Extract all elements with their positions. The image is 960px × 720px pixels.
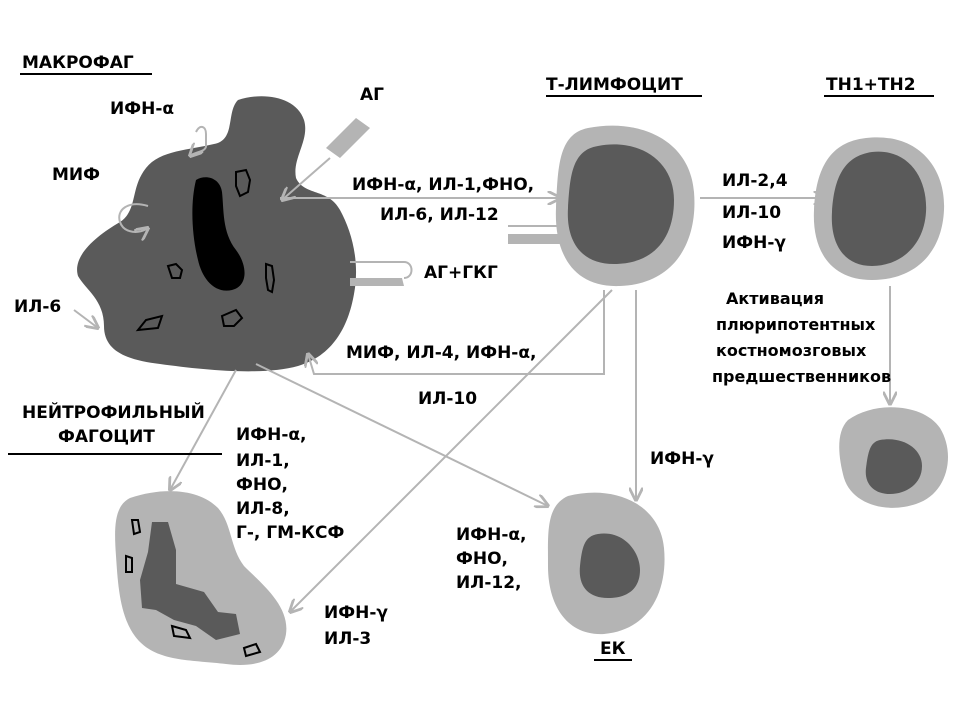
nk-cell <box>547 492 665 635</box>
label-mif: МИФ <box>52 165 100 185</box>
neutrophil-granule <box>125 554 133 573</box>
label-neut-1: ИФН-α, <box>236 425 307 445</box>
il6-loop-arrow <box>73 309 98 328</box>
label-t-to-th-2: ИЛ-10 <box>722 203 781 223</box>
title-th: ТН1+ТН2 <box>826 75 916 95</box>
macrophage-cell <box>77 96 357 372</box>
macrophage-granule <box>166 262 184 279</box>
label-neut-3: ФНО, <box>236 475 288 495</box>
th-cell <box>813 137 945 280</box>
label-nk-2: ФНО, <box>456 549 508 569</box>
nk-nucleus <box>579 533 640 598</box>
label-t-to-th-1: ИЛ-2,4 <box>722 171 788 191</box>
neutrophil-granule <box>130 519 142 536</box>
neutrophil-cell <box>115 491 287 665</box>
label-neut-2: ИЛ-1, <box>236 451 290 471</box>
label-activation-2: плюрипотентных <box>716 315 876 334</box>
label-activation-4: предшественников <box>712 367 891 386</box>
th-nucleus <box>831 151 927 266</box>
t-to-mac-arrow <box>308 290 605 375</box>
label-ag: АГ <box>360 85 384 105</box>
label-t-to-nk: ИФН-γ <box>650 449 714 469</box>
title-macrophage: МАКРОФАГ <box>22 53 134 73</box>
ifn-alpha-loop-arrow <box>190 126 207 156</box>
ag-gkg-link <box>350 261 413 279</box>
macrophage-granule <box>235 168 252 198</box>
label-nk-3: ИЛ-12, <box>456 573 522 593</box>
t-lymphocyte-cell <box>508 125 695 287</box>
label-il6: ИЛ-6 <box>14 297 61 317</box>
neutrophil-nucleus <box>140 522 240 640</box>
neutrophil-granule <box>242 642 262 658</box>
label-mac-to-t-1: ИФН-α, ИЛ-1,ФНО, <box>352 175 534 195</box>
mac-to-neutrophil-arrow <box>170 369 237 490</box>
macrophage-granule <box>220 308 244 327</box>
title-neutrophil-1: НЕЙТРОФИЛЬНЫЙ <box>22 401 205 423</box>
macrophage-granule <box>265 262 276 294</box>
label-nk-1: ИФН-α, <box>456 525 527 545</box>
progenitor-cell <box>839 407 948 508</box>
antigen-arrow <box>282 157 331 200</box>
neutrophil-granule <box>170 624 192 640</box>
label-activation-3: костномозговых <box>716 341 867 360</box>
label-t-to-mac-1: МИФ, ИЛ-4, ИФН-α, <box>346 343 537 363</box>
progenitor-nucleus <box>865 439 922 494</box>
label-t-to-mac-2: ИЛ-10 <box>418 389 477 409</box>
macrophage-nucleus <box>192 177 245 291</box>
macrophage-granule <box>135 314 164 332</box>
title-nk: ЕК <box>600 639 626 659</box>
label-t-to-neut-1: ИФН-γ <box>324 603 388 623</box>
antigen-shape <box>326 118 370 158</box>
label-t-to-neut-2: ИЛ-3 <box>324 629 371 649</box>
t-to-neutrophil-arrow <box>290 289 613 612</box>
label-ifn-alpha-top: ИФН-α <box>110 99 174 119</box>
label-neut-4: ИЛ-8, <box>236 499 290 519</box>
title-neutrophil-2: ФАГОЦИТ <box>58 427 155 447</box>
label-ag-gkg: АГ+ГКГ <box>424 263 498 283</box>
label-activation-1: Активация <box>726 289 824 308</box>
t-lymphocyte-nucleus <box>567 144 674 264</box>
mif-loop-arrow <box>118 203 148 232</box>
label-neut-5: Г-, ГМ-КСФ <box>236 523 344 543</box>
title-t-lymphocyte: Т-ЛИМФОЦИТ <box>546 75 683 95</box>
label-t-to-th-3: ИФН-γ <box>722 233 786 253</box>
ag-gkg-bar <box>350 278 404 286</box>
mac-to-nk-arrow <box>255 363 548 506</box>
label-mac-to-t-2: ИЛ-6, ИЛ-12 <box>380 205 499 225</box>
t-receptor-bar <box>508 234 564 244</box>
